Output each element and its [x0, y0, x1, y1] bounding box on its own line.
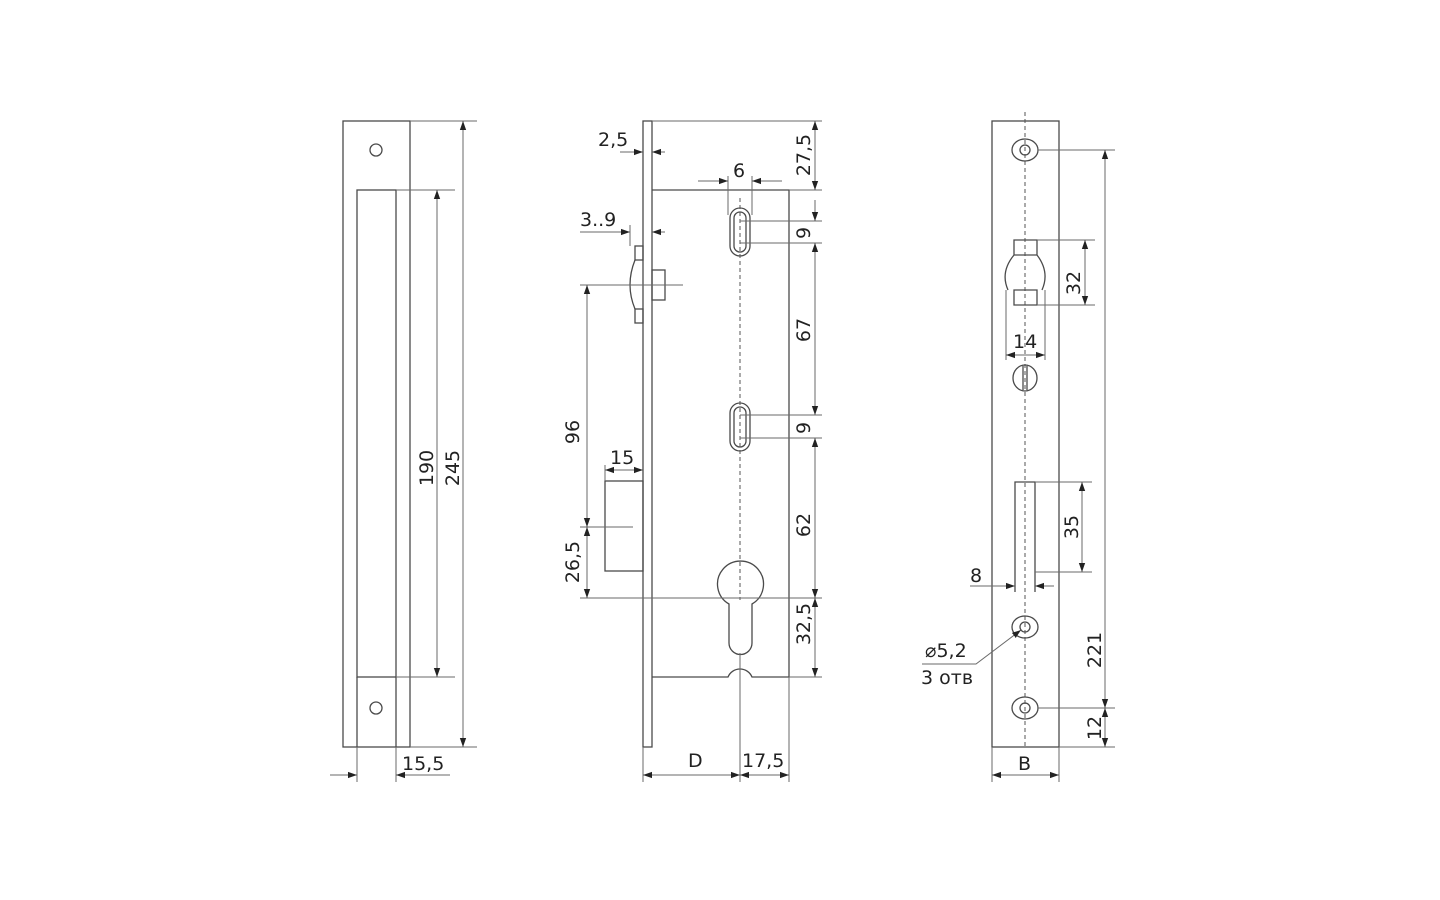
right-view-faceplate: 32 14 35 8 221 12 ⌀5,2 3 отв B [921, 112, 1115, 782]
dim-245: 245 [442, 450, 464, 486]
dim-14: 14 [1013, 331, 1037, 353]
left-view-strike-plate: 190 245 15,5 [330, 120, 477, 782]
dim-8: 8 [970, 565, 982, 587]
dim-3-9: 3..9 [580, 209, 616, 231]
mount-hole-icon [369, 143, 383, 157]
dim-9-bottom: 9 [793, 422, 815, 434]
middle-view-lock-body: 2,5 27,5 6 3..9 9 67 9 62 32,5 96 26,5 1… [562, 120, 822, 782]
dim-b: B [1018, 753, 1031, 775]
dim-15-5: 15,5 [402, 753, 444, 775]
dim-96: 96 [562, 420, 584, 444]
dim-d: D [688, 750, 703, 772]
dim-15: 15 [610, 447, 634, 469]
dim-67: 67 [793, 318, 815, 342]
dim-35: 35 [1061, 515, 1083, 539]
hole-diameter-label: ⌀5,2 [925, 640, 967, 662]
dim-190: 190 [416, 450, 438, 486]
mount-hole-icon [369, 701, 383, 715]
screw-icon [1012, 364, 1038, 392]
dim-2-5: 2,5 [598, 129, 628, 151]
countersunk-hole-icon [1011, 615, 1039, 639]
dim-9-top: 9 [793, 227, 815, 239]
dim-62: 62 [793, 513, 815, 537]
dim-17-5: 17,5 [742, 750, 784, 772]
dim-12: 12 [1084, 716, 1106, 740]
dim-27-5: 27,5 [793, 134, 815, 176]
dim-32: 32 [1063, 271, 1085, 295]
hole-count-label: 3 отв [921, 667, 973, 689]
dim-6: 6 [733, 160, 745, 182]
dim-221: 221 [1084, 632, 1106, 668]
dim-26-5: 26,5 [562, 541, 584, 583]
dim-32-5: 32,5 [793, 603, 815, 645]
